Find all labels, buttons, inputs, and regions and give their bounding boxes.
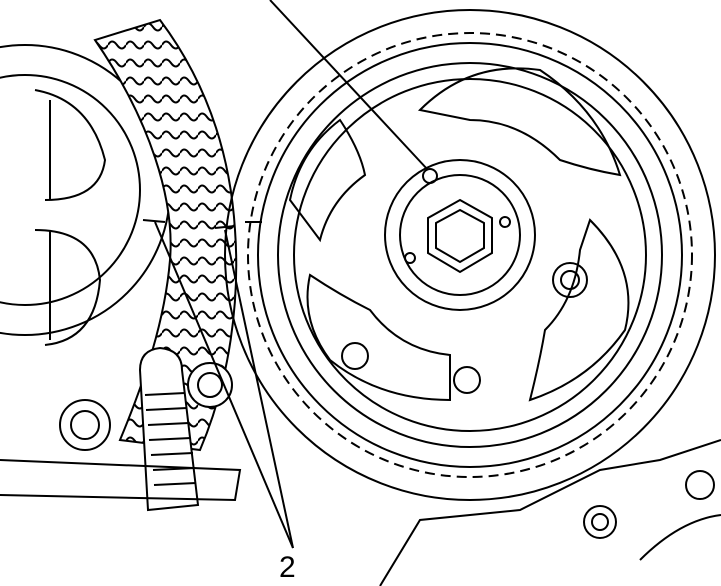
leader-lines: [155, 0, 428, 548]
timing-belt-around-sprocket: [225, 10, 715, 500]
callout-label-2: 2: [279, 551, 296, 584]
camshaft-sprocket: [258, 43, 682, 467]
lower-right-housing: [0, 440, 721, 586]
locking-pin-tool: [140, 348, 198, 510]
timing-belt-left-strand: [95, 20, 236, 450]
alignment-marks: [143, 220, 262, 228]
lower-left-bolts: [60, 363, 232, 450]
